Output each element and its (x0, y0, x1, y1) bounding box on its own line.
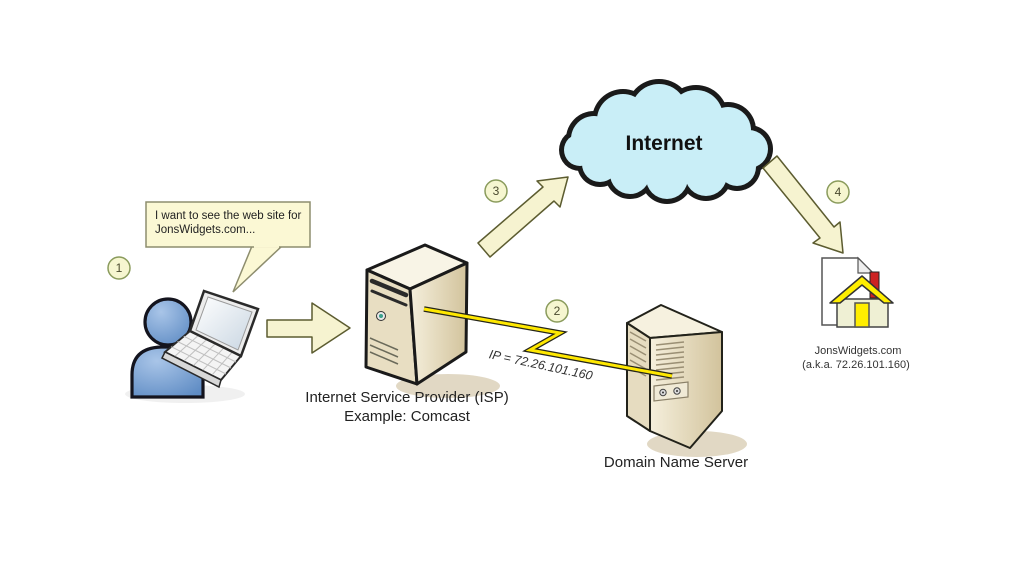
internet-label: Internet (625, 132, 702, 155)
isp-to-internet-arrow (477, 176, 569, 258)
website-name-label: JonsWidgets.com (815, 345, 902, 357)
internet-to-website-arrow (762, 155, 844, 254)
step-4-number: 4 (835, 185, 842, 199)
isp-vents (369, 337, 399, 365)
isp-label-line1: Internet Service Provider (ISP) (305, 389, 508, 406)
user-head (143, 297, 193, 347)
house-door (854, 302, 870, 328)
house-roof (829, 275, 894, 304)
step-3-badge: 3 (484, 179, 508, 203)
dns-button-panel (653, 381, 689, 402)
home-page-icon (821, 256, 894, 328)
dns-server-icon (626, 304, 747, 457)
laptop-key-grid (170, 334, 237, 376)
dns-front-vents (655, 341, 685, 381)
step-1-number: 1 (116, 261, 123, 275)
speech-bubble: I want to see the web site for JonsWidge… (145, 201, 311, 293)
lightning-bolt-icon (423, 306, 673, 379)
step-4-badge: 4 (826, 180, 850, 204)
step-1-badge: 1 (107, 256, 131, 280)
step-2-number: 2 (554, 304, 561, 318)
isp-drive-slots (369, 278, 409, 307)
laptop-icon (160, 289, 260, 389)
website-ip-label: (a.k.a. 72.26.101.160) (802, 359, 910, 371)
web-page-fold (857, 256, 875, 274)
user-to-isp-arrow (266, 302, 351, 354)
speech-bubble-line1: I want to see the web site for (155, 210, 302, 222)
step-3-number: 3 (493, 184, 500, 198)
laptop-front-edge (160, 350, 222, 389)
internet-cloud-icon: Internet (559, 79, 773, 204)
step-2-badge: 2 (545, 299, 569, 323)
isp-power-led (379, 314, 383, 318)
laptop-screen (195, 296, 253, 351)
isp-server-icon (364, 243, 500, 398)
cloud-fill (564, 84, 768, 199)
dns-label: Domain Name Server (604, 454, 748, 471)
speech-bubble-line2: JonsWidgets.com... (155, 224, 255, 236)
isp-label-line2: Example: Comcast (344, 408, 471, 425)
